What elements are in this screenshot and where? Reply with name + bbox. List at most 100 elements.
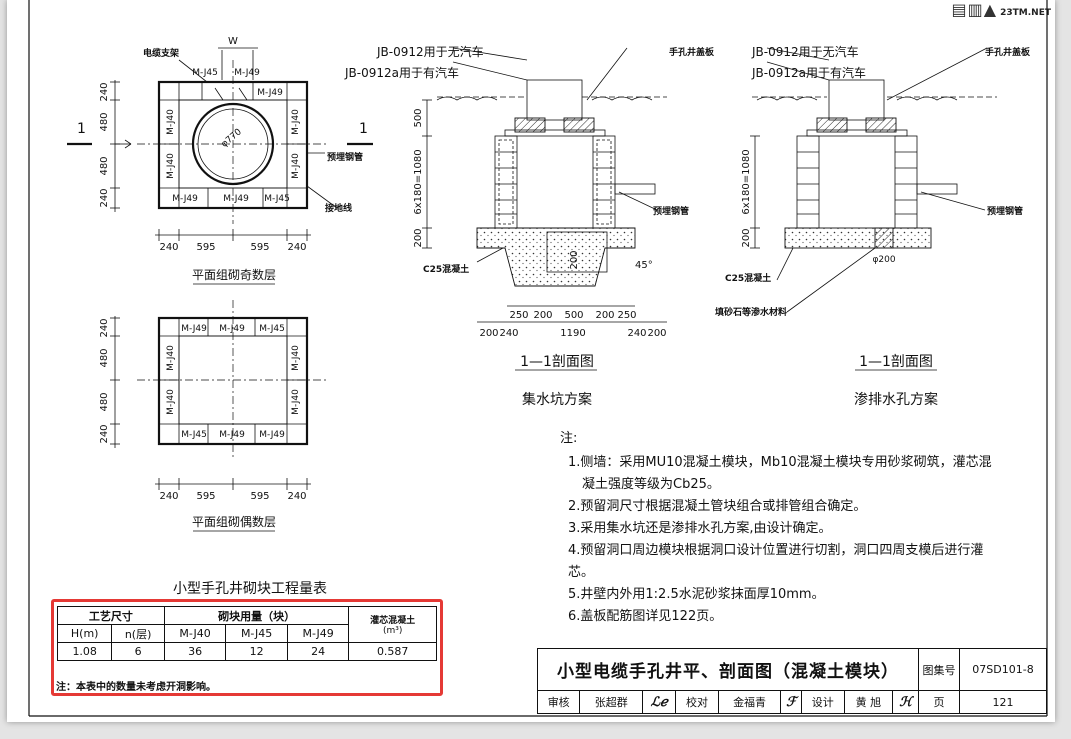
block-top-left: M-J45	[192, 68, 218, 78]
design-signature: ℋ	[892, 690, 919, 714]
section-a-ref1: JB-0912用于无汽车	[376, 44, 484, 59]
header-concrete-label: 灌芯混凝土	[370, 616, 416, 626]
hdim-3: 595	[250, 242, 269, 253]
section-a-pipe-label: 预埋钢管	[653, 205, 689, 217]
header-h: H(m)	[56, 624, 113, 643]
even-block-bottom-mid: M-J49	[219, 430, 245, 440]
notes-title: 注:	[560, 431, 578, 446]
note-2: 2.预留洞尺寸根据混凝土管块组合或排管组合确定。	[568, 499, 867, 514]
design-name: 黄 旭	[843, 690, 894, 714]
section-a-cover-label: 手孔井盖板	[669, 46, 715, 58]
section-a-drawing	[422, 47, 667, 371]
cable-bracket-label: 电缆支架	[143, 47, 179, 59]
header-mj49: M-J49	[286, 624, 350, 643]
check-name: 金福青	[717, 690, 782, 714]
section-a-hdim-bottom-4: 240	[627, 328, 646, 339]
cell-n: 6	[111, 642, 165, 661]
page-number: 121	[959, 690, 1047, 714]
even-block-left-upper: M-J40	[166, 345, 176, 371]
check-label: 校对	[675, 690, 719, 714]
plan-pipe-label: 预埋钢管	[327, 151, 363, 163]
gravel-label: 填砂石等渗水材料	[715, 306, 787, 318]
watermark-logo: ▤▥▲ 23TM.NET	[941, 0, 1051, 19]
even-block-right-upper: M-J40	[291, 345, 301, 371]
vdim-1: 240	[99, 82, 110, 101]
even-vdim-1: 240	[99, 318, 110, 337]
plan-even-caption: 平面组砌偶数层	[192, 514, 276, 529]
atlas-number: 07SD101-8	[959, 647, 1047, 692]
plan-even-labels: M-J49 M-J49 M-J45 M-J40 M-J40 M-J40 M-J4…	[99, 318, 307, 529]
section-a-vdim-2: 6x180=1080	[413, 149, 424, 214]
header-concrete-unit: (m³)	[382, 626, 403, 636]
even-vdim-3: 480	[99, 392, 110, 411]
vdim-4: 240	[99, 188, 110, 207]
width-w-label: W	[228, 36, 238, 47]
header-mj40: M-J40	[163, 624, 227, 643]
cell-mj49: 24	[286, 642, 350, 661]
section-a-hdim-top-2: 200	[533, 310, 552, 321]
header-craft-size: 工艺尺寸	[57, 606, 165, 625]
section-a-vdim-1: 500	[413, 108, 424, 127]
header-concrete: 灌芯混凝土 (m³)	[348, 606, 437, 643]
section-b-concrete-label: C25混凝土	[725, 272, 771, 284]
ground-wire-label: 接地线	[325, 202, 352, 214]
section-b-vdim-1: 6x180=1080	[741, 149, 752, 214]
even-hdim-4: 240	[287, 491, 306, 502]
block-bottom-left: M-J49	[172, 194, 198, 204]
review-signature: ℒℯ	[642, 690, 677, 714]
cell-h: 1.08	[56, 642, 113, 661]
note-1-cont: 凝土强度等级为Cb25。	[582, 477, 720, 492]
section-a-hdim-bottom-5: 200	[647, 328, 666, 339]
block-right-upper: M-J40	[291, 109, 301, 135]
section-a-ref2: JB-0912a用于有汽车	[344, 65, 459, 80]
angle-label: 45°	[635, 260, 653, 271]
section-b-ref2: JB-0912a用于有汽车	[751, 65, 866, 80]
page-label: 页	[918, 690, 960, 714]
block-left-upper: M-J40	[166, 109, 176, 135]
section-b-caption-1: 1—1剖面图	[859, 354, 933, 370]
section-b-vdim-2: 200	[741, 228, 752, 247]
block-bottom-right: M-J45	[264, 194, 290, 204]
drain-hole-label: φ200	[872, 255, 895, 265]
section-a-hdim-top-4: 200	[595, 310, 614, 321]
section-b-pipe-label: 预埋钢管	[987, 205, 1023, 217]
section-b-labels: JB-0912用于无汽车 JB-0912a用于有汽车 手孔井盖板 预埋钢管 C2…	[715, 44, 1031, 408]
vdim-2: 480	[99, 112, 110, 131]
note-6: 6.盖板配筋图详见122页。	[568, 609, 723, 624]
diameter-label: φ770	[220, 127, 244, 150]
section-a-hdim-bottom-1: 200	[479, 328, 498, 339]
check-signature: ℱ	[780, 690, 803, 714]
block-bottom-mid: M-J49	[223, 194, 249, 204]
note-1: 1.侧墙：采用MU10混凝土模块，Mb10混凝土模块专用砂浆砌筑，灌芯混	[568, 455, 992, 470]
block-right-lower: M-J40	[291, 153, 301, 179]
header-block-usage: 砌块用量（块）	[163, 606, 350, 625]
note-3: 3.采用集水坑还是渗排水孔方案,由设计确定。	[568, 521, 832, 536]
quantity-table-highlight: 工艺尺寸 砌块用量（块） 灌芯混凝土 (m³) H(m) n(层) M-J40 …	[51, 599, 443, 696]
even-block-top-right: M-J45	[259, 324, 285, 334]
even-block-bottom-right: M-J49	[259, 430, 285, 440]
drawing-title: 小型电缆手孔井平、剖面图（混凝土模块）	[537, 647, 919, 692]
section-b-ref1: JB-0912用于无汽车	[751, 44, 859, 59]
block-top-mid: M-J49	[234, 68, 260, 78]
plan-odd-caption: 平面组砌奇数层	[192, 267, 276, 282]
section-a-labels: JB-0912用于无汽车 JB-0912a用于有汽车 手孔井盖板 预埋钢管 C2…	[344, 44, 715, 408]
even-block-left-lower: M-J40	[166, 389, 176, 415]
section-mark-left: 1	[77, 121, 86, 137]
even-hdim-1: 240	[159, 491, 178, 502]
review-label: 审核	[536, 690, 581, 714]
watermark-mark-icon: ▤▥▲	[951, 0, 997, 19]
cell-concrete: 0.587	[348, 642, 437, 661]
even-vdim-2: 480	[99, 348, 110, 367]
section-a-caption-2: 集水坑方案	[522, 391, 592, 408]
section-a-hdim-bottom-2: 240	[499, 328, 518, 339]
section-a-caption-1: 1—1剖面图	[520, 354, 594, 370]
plan-even-layer	[110, 300, 329, 532]
hdim-1: 240	[159, 242, 178, 253]
hdim-2: 595	[196, 242, 215, 253]
header-mj45: M-J45	[225, 624, 288, 643]
even-hdim-2: 595	[196, 491, 215, 502]
section-b-caption-2: 渗排水孔方案	[854, 391, 938, 408]
engineering-drawing: 电缆支架 W 1 1 预埋钢管 接地线 φ770 M-J45 M-J49 M-J…	[28, 0, 1048, 717]
atlas-label: 图集号	[918, 647, 960, 692]
